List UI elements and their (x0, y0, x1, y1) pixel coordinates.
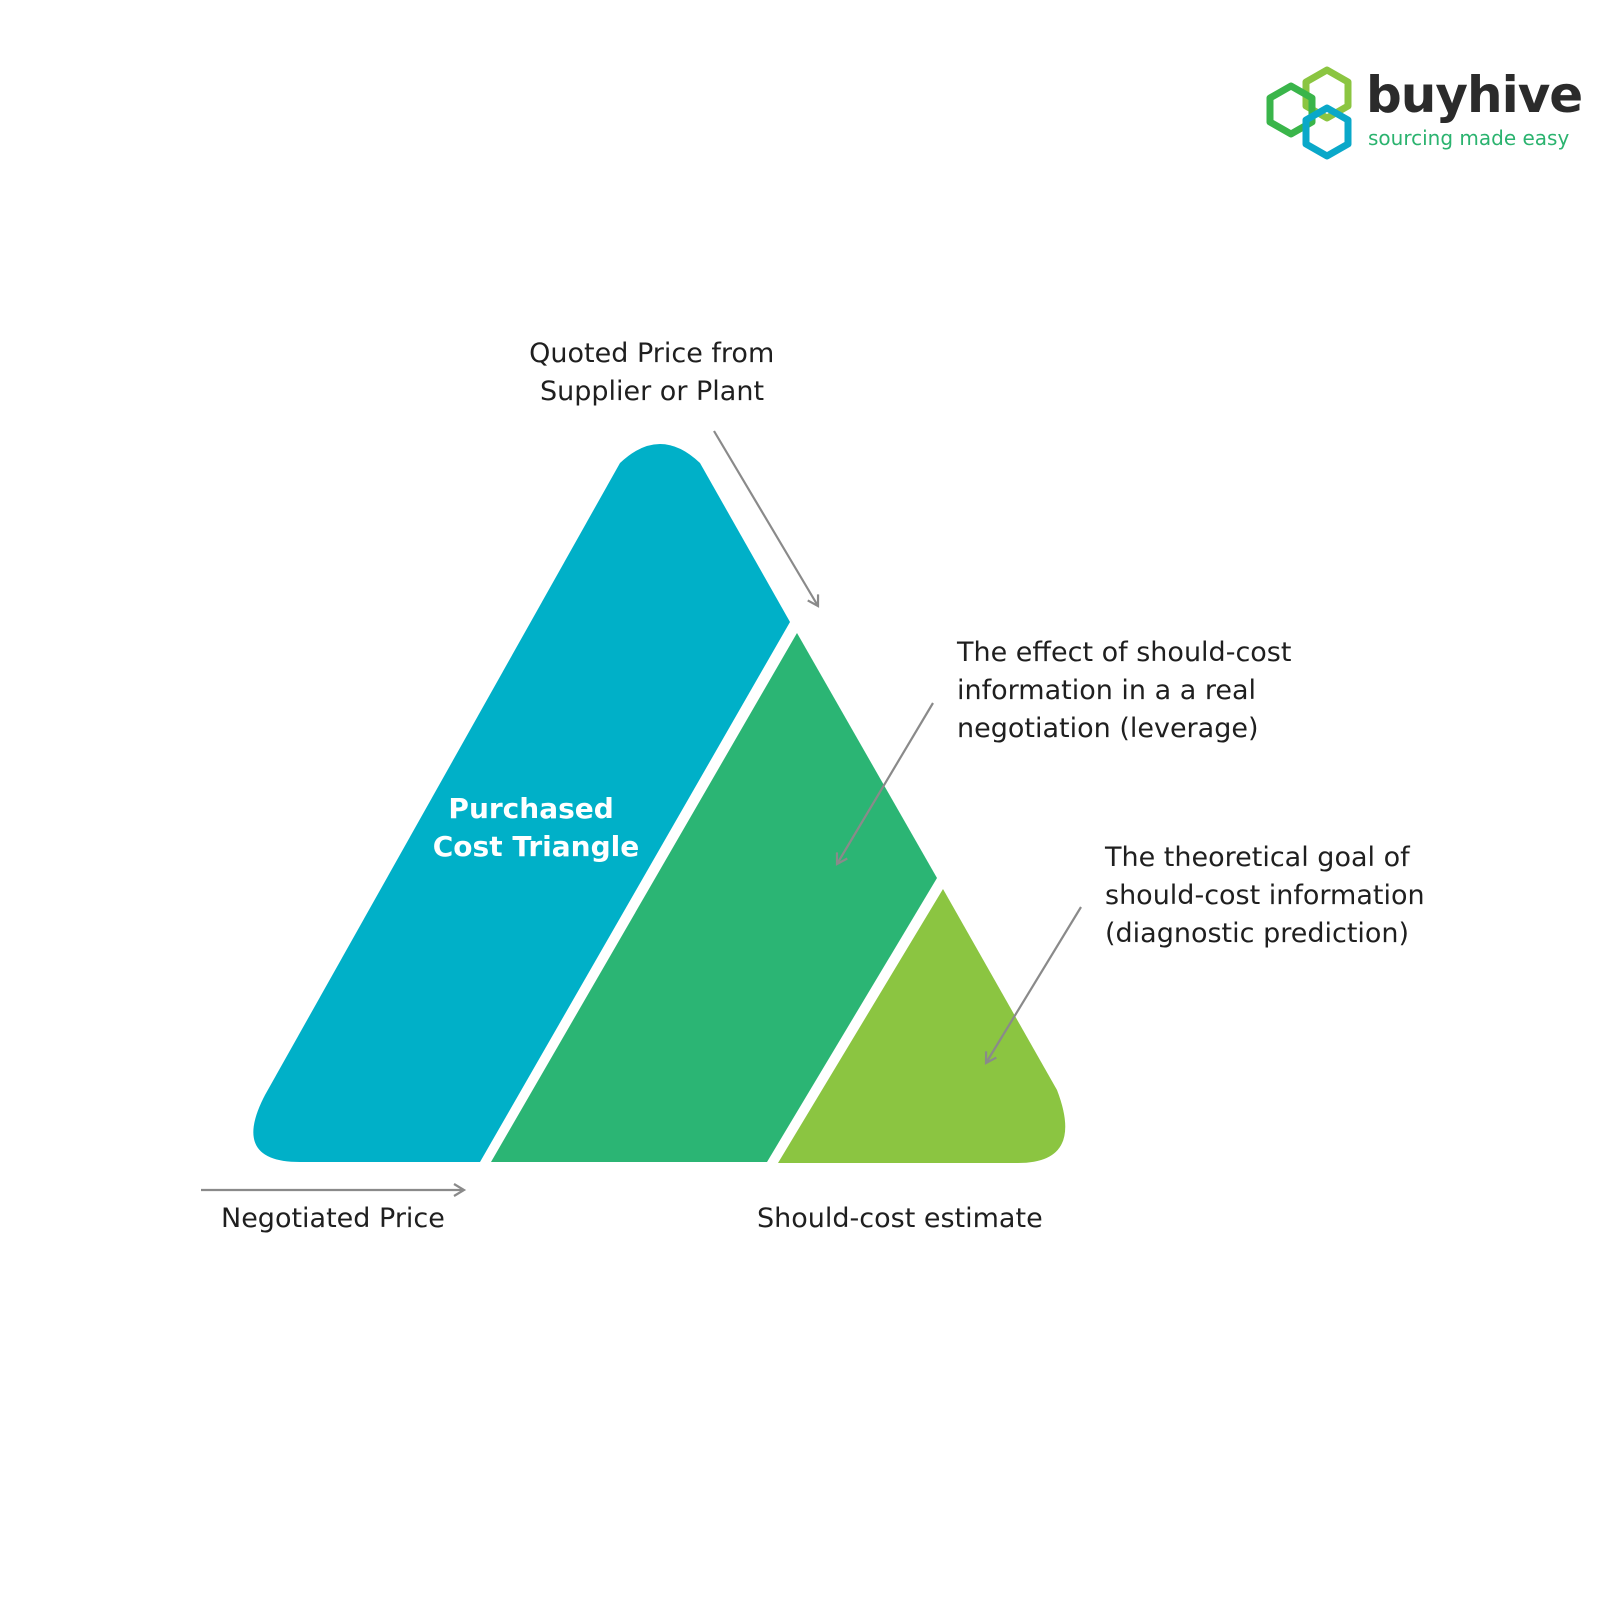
buyhive-logo: buyhive sourcing made easy (1266, 66, 1583, 160)
prediction-label: The theoretical goal of should-cost info… (1104, 842, 1433, 949)
quoted-price-label-line-1: Quoted Price from (529, 338, 774, 369)
center-label-line-2: Cost Triangle (433, 830, 639, 863)
leverage-label-line-2: information in a a real (957, 675, 1256, 706)
prediction-arrow (984, 906, 1082, 1065)
leverage-arrow (835, 702, 934, 866)
leverage-label-line-3: negotiation (leverage) (957, 713, 1258, 744)
negotiated-price-label: Negotiated Price (221, 1203, 445, 1234)
center-label: Purchased Cost Triangle (433, 792, 639, 863)
leverage-segment (491, 633, 937, 1162)
hexagon-logo-icon (1266, 66, 1352, 160)
brand-name: buyhive (1366, 66, 1582, 124)
should-cost-estimate-label: Should-cost estimate (757, 1203, 1043, 1234)
quoted-price-arrow (713, 430, 820, 608)
quoted-price-label-line-2: Supplier or Plant (540, 376, 764, 407)
quoted-price-label: Quoted Price from Supplier or Plant (529, 338, 783, 407)
brand-tagline: sourcing made easy (1368, 126, 1569, 150)
quoted-price-segment (253, 444, 791, 1162)
prediction-label-line-1: The theoretical goal of (1104, 842, 1411, 873)
leverage-label-line-1: The effect of should-cost (956, 637, 1291, 668)
center-label-line-1: Purchased (448, 792, 613, 825)
leverage-label: The effect of should-cost information in… (956, 637, 1300, 744)
prediction-label-line-2: should-cost information (1105, 880, 1425, 911)
prediction-segment (778, 889, 1066, 1163)
prediction-label-line-3: (diagnostic prediction) (1105, 918, 1409, 949)
